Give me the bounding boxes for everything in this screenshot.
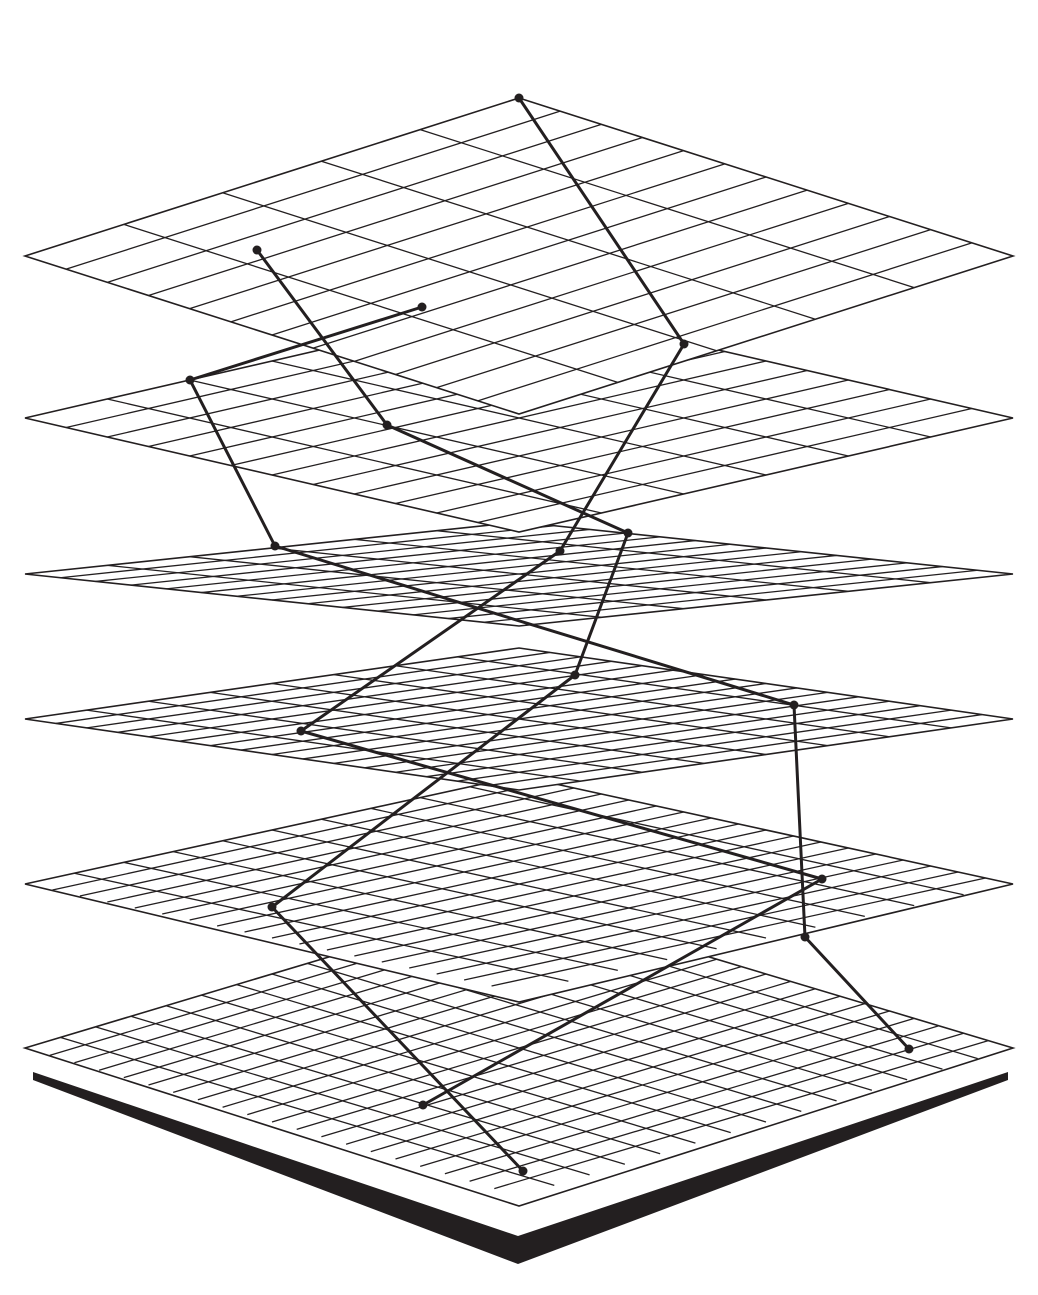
path-node xyxy=(296,726,306,736)
path-node xyxy=(514,93,524,103)
path-segment xyxy=(558,342,686,553)
path-node xyxy=(904,1044,914,1054)
grid-line xyxy=(457,656,952,729)
grid-line xyxy=(107,123,602,283)
grid-plane-layer-3 xyxy=(24,521,1014,627)
grid-line xyxy=(436,530,931,584)
path-node xyxy=(679,339,689,349)
path-node xyxy=(417,302,427,312)
path-segment xyxy=(270,673,577,909)
path-node xyxy=(800,932,810,942)
grid-line xyxy=(420,128,915,289)
grid-line xyxy=(189,379,684,495)
grid-line xyxy=(321,160,816,320)
grid-line xyxy=(271,829,767,939)
grid-line xyxy=(148,136,643,297)
grid-line xyxy=(123,861,618,972)
grid-line xyxy=(354,538,849,592)
grid-line xyxy=(74,872,569,982)
grid-line xyxy=(148,700,643,773)
grid-line xyxy=(165,1005,661,1155)
grid-line xyxy=(477,242,973,402)
path-segment xyxy=(517,96,686,346)
grid-plane-outline xyxy=(22,899,1016,1207)
path-segment xyxy=(273,544,796,707)
path-segment xyxy=(792,703,807,939)
grid-line xyxy=(60,1036,555,1187)
grid-line xyxy=(321,818,816,928)
path-node xyxy=(382,420,392,430)
grid-plane-layer-1 xyxy=(22,97,1016,415)
grid-line xyxy=(395,215,890,376)
path-node xyxy=(789,700,799,710)
grid-line xyxy=(436,229,931,389)
connection-path-1 xyxy=(296,93,827,1110)
path-segment xyxy=(188,305,424,382)
grid-line xyxy=(210,691,705,765)
path-segment xyxy=(385,423,630,535)
grid-line xyxy=(271,973,767,1123)
path-segment xyxy=(188,378,277,548)
grid-plane-layer-5 xyxy=(24,775,1014,1003)
grid-line xyxy=(189,150,684,310)
grid-line xyxy=(222,192,717,352)
grid-line xyxy=(107,564,602,618)
path-node xyxy=(252,245,262,255)
grid-line xyxy=(189,556,684,610)
path-segment xyxy=(803,935,911,1051)
path-node xyxy=(185,375,195,385)
path-segment xyxy=(421,877,824,1107)
path-node xyxy=(623,528,633,538)
grid-line xyxy=(95,1026,590,1176)
path-node xyxy=(555,546,565,556)
path-node xyxy=(570,670,580,680)
grid-line xyxy=(395,665,890,738)
grid-line xyxy=(107,398,602,514)
grid-line xyxy=(420,796,915,907)
path-node xyxy=(270,541,280,551)
grid-line xyxy=(370,807,865,918)
grid-line xyxy=(312,189,808,349)
path-node xyxy=(518,1166,528,1176)
path-node xyxy=(817,874,827,884)
grid-line xyxy=(86,709,581,782)
path-segment xyxy=(299,549,562,733)
grid-line xyxy=(354,202,849,362)
connection-paths xyxy=(185,93,914,1176)
grid-line xyxy=(123,223,618,384)
grid-line xyxy=(307,962,802,1113)
grid-line xyxy=(65,110,561,270)
grid-line xyxy=(271,176,767,336)
grid-line xyxy=(130,1015,626,1165)
grid-line xyxy=(469,786,964,896)
grid-line xyxy=(271,547,767,601)
grid-line xyxy=(333,673,828,747)
grid-line xyxy=(236,983,731,1134)
path-segment xyxy=(573,531,630,677)
stacked-grid-planes xyxy=(22,97,1016,1207)
grid-line xyxy=(222,840,717,950)
connection-path-2 xyxy=(252,245,633,1176)
path-node xyxy=(418,1100,428,1110)
grid-line xyxy=(201,994,696,1144)
path-segment xyxy=(270,905,525,1173)
path-node xyxy=(267,902,277,912)
grid-line xyxy=(173,850,668,961)
connection-path-3 xyxy=(185,302,914,1054)
grid-line xyxy=(230,163,726,323)
path-segment xyxy=(299,729,824,881)
